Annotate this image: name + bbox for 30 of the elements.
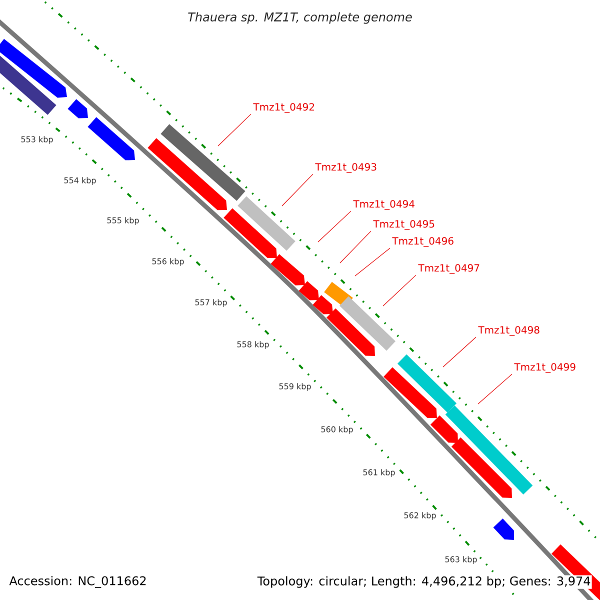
gene-label: Tmz1t_0497 bbox=[418, 264, 480, 274]
leader-line bbox=[218, 114, 252, 146]
scale-label: 560 kbp bbox=[321, 426, 353, 434]
gene-label: Tmz1t_0496 bbox=[392, 237, 454, 247]
leader-line bbox=[340, 230, 372, 264]
gene-label: Tmz1t_0499 bbox=[514, 363, 576, 373]
scale-label: 553 kbp bbox=[21, 136, 53, 144]
scale-label: 557 kbp bbox=[195, 299, 227, 307]
leader-line bbox=[282, 174, 314, 206]
leader-line bbox=[318, 210, 352, 242]
scale-label: 554 kbp bbox=[64, 177, 96, 185]
leader-line bbox=[478, 374, 512, 404]
gene-label: Tmz1t_0494 bbox=[353, 200, 414, 210]
scale-label: 562 kbp bbox=[404, 512, 436, 520]
title: Thauera sp. MZ1T, complete genome bbox=[188, 12, 412, 24]
leader-line bbox=[442, 336, 476, 368]
gene-label: Tmz1t_0498 bbox=[478, 326, 540, 336]
leader-line bbox=[382, 274, 416, 306]
scale-label: 556 kbp bbox=[152, 258, 184, 266]
scale-label: 559 kbp bbox=[279, 383, 311, 391]
scale-label: 555 kbp bbox=[107, 217, 139, 225]
gene-label: Tmz1t_0492 bbox=[253, 103, 314, 113]
leader-line bbox=[354, 248, 390, 276]
footer-text: Accession: NC_011662 bbox=[8, 575, 148, 589]
scale-label: 558 kbp bbox=[237, 341, 269, 349]
gene-label: Tmz1t_0495 bbox=[373, 220, 434, 230]
gene-label: Tmz1t_0493 bbox=[315, 163, 376, 173]
scale-label: 561 kbp bbox=[363, 469, 395, 477]
scale-label: 563 kbp bbox=[445, 556, 477, 564]
footer-text: Topology: circular; Length: 4,496,212 bp; Genes: 3,974 bbox=[256, 575, 592, 589]
